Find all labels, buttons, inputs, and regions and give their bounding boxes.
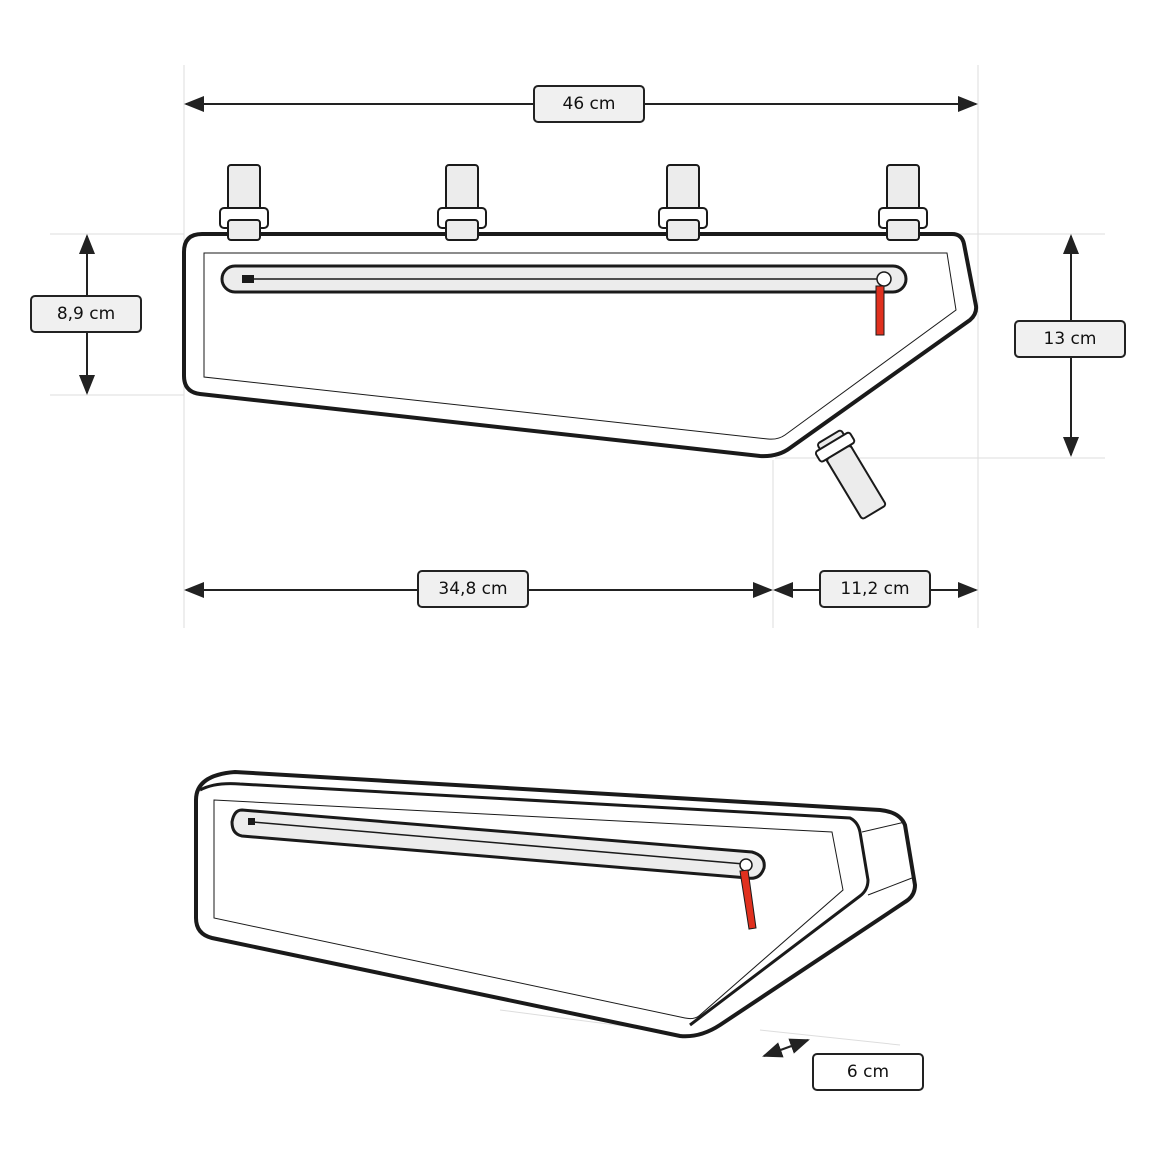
rear-height-label: 8,9 cm xyxy=(30,295,142,333)
strap xyxy=(219,164,269,241)
strap xyxy=(658,164,708,241)
front-slope-length-label: 11,2 cm xyxy=(819,570,931,608)
zip-pull xyxy=(875,285,885,336)
bottom-length-label: 34,8 cm xyxy=(417,570,529,608)
strap xyxy=(437,164,487,241)
strap xyxy=(814,429,887,520)
bag-side-view xyxy=(182,164,979,520)
strap xyxy=(878,164,928,241)
total-length-label: 46 cm xyxy=(533,85,645,123)
bag-perspective-view xyxy=(194,769,918,1039)
front-height-label: 13 cm xyxy=(1014,320,1126,358)
width-label: 6 cm xyxy=(812,1053,924,1091)
velcro-straps xyxy=(219,164,928,520)
